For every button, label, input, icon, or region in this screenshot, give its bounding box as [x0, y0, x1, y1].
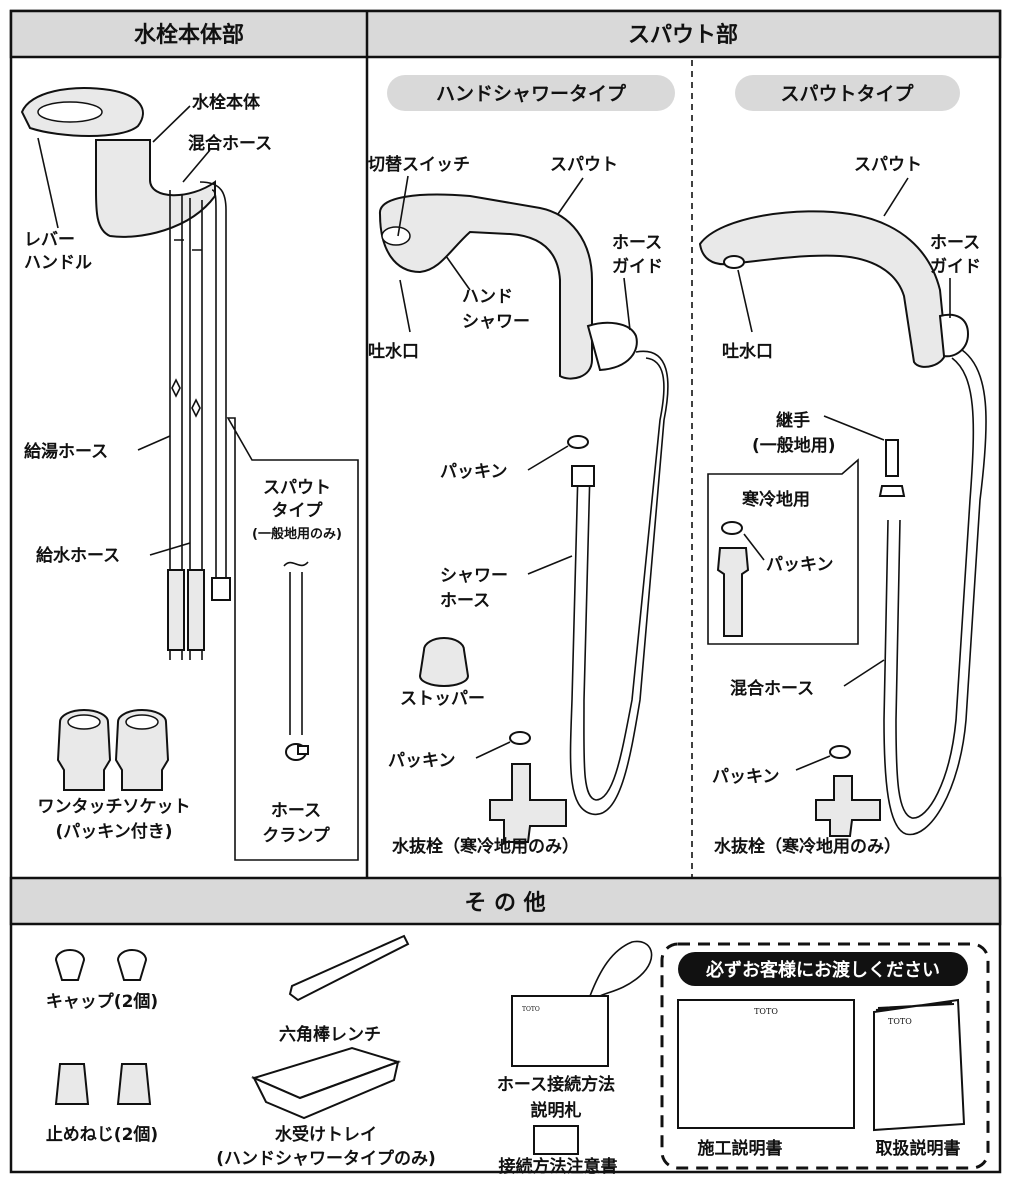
label-tray-2: (ハンドシャワータイプのみ): [216, 1148, 436, 1169]
others-header-band: [9, 876, 1002, 926]
label-caution: 接続方法注意書: [499, 1156, 618, 1177]
header-others: そ の 他: [464, 891, 545, 916]
user-manual-icon: [873, 998, 966, 1132]
faucet-body-illustration: [20, 87, 231, 660]
label-st-spout: スパウト: [854, 155, 922, 175]
caution-card-icon: [533, 1125, 579, 1155]
label-hs-packing2: パッキン: [388, 751, 456, 771]
label-hs-spout: スパウト: [550, 155, 618, 175]
label-plug-screw: 止めねじ(2個): [46, 1124, 158, 1145]
top-header-band: [9, 9, 1002, 59]
label-stopper: ストッパー: [400, 689, 485, 709]
label-socket-1: ワンタッチソケット: [38, 797, 191, 817]
label-st-drain: 水抜栓（寒冷地用のみ）: [714, 836, 901, 857]
pill-hand-shower: [387, 75, 675, 111]
spout-straight-pipe: [283, 561, 309, 761]
label-shower-hose-1: シャワー: [440, 566, 508, 586]
label-hs-guide-1: ホース: [612, 233, 662, 253]
spout-type-illustration: [698, 210, 987, 836]
hand-shower-illustration: [378, 193, 669, 843]
caps-illustration: [54, 949, 152, 1105]
label-cap: キャップ(2個): [46, 991, 158, 1012]
label-joint-2: (一般地用): [752, 435, 836, 456]
callout-line-3: (一般地用のみ): [252, 526, 342, 542]
tag-brand: TOTO: [522, 1006, 540, 1013]
label-hs-guide-2: ガイド: [612, 257, 663, 277]
label-hot-hose: 給湯ホース: [24, 441, 108, 462]
label-please-hand: 必ずお客様にお渡しください: [705, 959, 940, 981]
hand-over-pill: [678, 952, 968, 986]
label-st-mixing-hose: 混合ホース: [730, 678, 814, 699]
st-packing2-icon: [829, 745, 851, 759]
cold-packing-icon: [721, 521, 743, 535]
label-hand-1: ハンド: [462, 287, 513, 307]
label-hose-clamp-1: ホース: [271, 801, 321, 821]
one-touch-sockets: [56, 709, 170, 791]
install-manual-brand: TOTO: [754, 1007, 778, 1016]
header-faucet-body: 水栓本体部: [134, 22, 244, 48]
pill-spout-type: [735, 75, 960, 111]
label-st-packing-cold: パッキン: [766, 555, 834, 575]
label-st-outlet: 吐水口: [722, 341, 773, 362]
install-manual-icon: [677, 999, 855, 1129]
callout-line-2: タイプ: [272, 500, 324, 521]
user-manual-brand: TOTO: [888, 1017, 912, 1026]
label-switch: 切替スイッチ: [368, 154, 470, 175]
label-tag-2: 説明札: [531, 1100, 582, 1121]
hex-wrench-illustration: [288, 934, 410, 1002]
label-tray-1: 水受けトレイ: [275, 1124, 377, 1145]
label-faucet-body: 水栓本体: [192, 92, 261, 113]
label-joint-1: 継手: [776, 410, 810, 431]
callout-spout-type: [226, 417, 359, 861]
st-drain-icon: [815, 775, 881, 837]
label-lever-2: ハンドル: [24, 253, 92, 273]
label-lever-1: レバー: [24, 230, 75, 250]
label-hs-packing: パッキン: [440, 462, 508, 482]
label-hs-drain: 水抜栓（寒冷地用のみ）: [392, 836, 579, 857]
label-st-guide-2: ガイド: [930, 257, 981, 277]
label-hex-wrench: 六角棒レンチ: [279, 1024, 381, 1045]
label-st-packing2: パッキン: [712, 767, 780, 787]
label-socket-2: (パッキン付き): [55, 821, 172, 842]
label-tag-1: ホース接続方法: [497, 1074, 615, 1095]
label-hand-2: シャワー: [462, 312, 530, 332]
callout-line-1: スパウト: [263, 478, 331, 498]
cold-region-callout: [707, 458, 859, 645]
label-shower-hose-2: ホース: [440, 591, 490, 611]
cold-pipe-icon: [716, 547, 750, 637]
label-hs-outlet: 吐水口: [368, 341, 419, 362]
label-cold-region: 寒冷地用: [742, 489, 810, 510]
label-st-guide-1: ホース: [930, 233, 980, 253]
label-hose-clamp-2: クランプ: [262, 825, 330, 846]
tray-illustration: [251, 1046, 402, 1120]
hose-tag-illustration: [511, 940, 653, 1067]
label-install-manual: 施工説明書: [698, 1138, 783, 1159]
header-spout-part: スパウト部: [628, 22, 738, 48]
label-mixing-hose: 混合ホース: [188, 133, 272, 154]
label-user-manual: 取扱説明書: [876, 1138, 961, 1159]
pill-hand-shower-label: ハンドシャワータイプ: [436, 82, 627, 105]
label-cold-hose: 給水ホース: [36, 545, 120, 566]
pill-spout-type-label: スパウトタイプ: [780, 82, 914, 105]
